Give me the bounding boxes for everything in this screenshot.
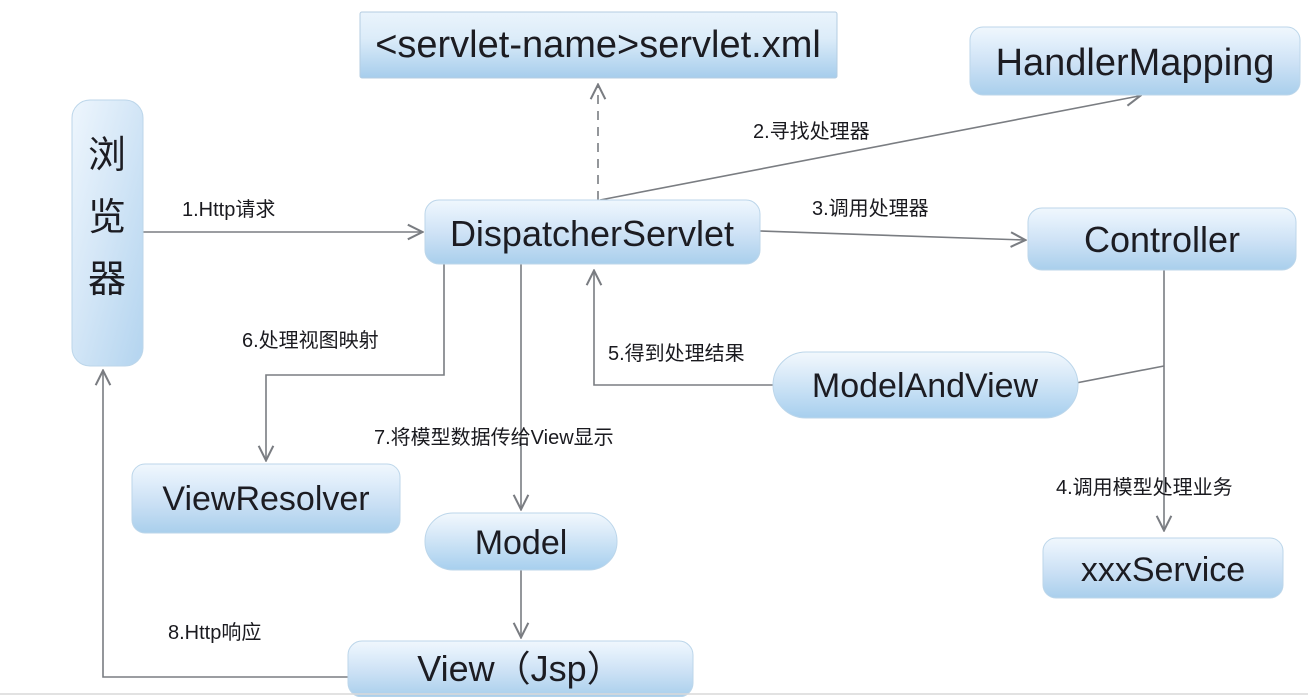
edge-label-step7: 7.将模型数据传给View显示	[374, 426, 614, 449]
edge-label-step2: 2.寻找处理器	[753, 120, 870, 143]
node-model[interactable]: Model	[424, 512, 618, 571]
node-view-resolver-label: ViewResolver	[162, 480, 369, 518]
edge-step2-line	[599, 96, 1139, 201]
node-browser-label: 浏	[88, 135, 126, 177]
edge-step8-line	[103, 372, 350, 678]
node-dispatcher-servlet-label: DispatcherServlet	[450, 213, 734, 254]
node-view-jsp[interactable]: View（Jsp）	[347, 640, 694, 697]
edge-label-step3: 3.调用处理器	[812, 197, 929, 220]
node-handler-mapping-label: HandlerMapping	[996, 42, 1275, 84]
node-dispatcher-servlet[interactable]: DispatcherServlet	[424, 199, 761, 265]
edge-label-step8: 8.Http响应	[168, 621, 261, 644]
node-xxx-service[interactable]: xxxService	[1042, 537, 1284, 599]
edge-step3-line	[759, 230, 1024, 240]
node-xxx-service-label: xxxService	[1081, 551, 1245, 589]
node-servlet-xml[interactable]: <servlet-name>servlet.xml	[359, 11, 838, 79]
edge-mav-controller-link-line	[1075, 365, 1165, 384]
node-model-label: Model	[475, 524, 568, 562]
node-controller-label: Controller	[1084, 219, 1240, 260]
edge-label-step5: 5.得到处理结果	[608, 342, 745, 365]
edge-label-step6: 6.处理视图映射	[242, 329, 379, 352]
edge-label-step1: 1.Http请求	[182, 198, 275, 221]
edge-step5-line	[594, 272, 775, 386]
edge-step6-line	[266, 264, 445, 459]
node-controller[interactable]: Controller	[1027, 207, 1297, 271]
node-model-and-view[interactable]: ModelAndView	[772, 351, 1079, 419]
node-servlet-xml-label: <servlet-name>servlet.xml	[375, 24, 821, 66]
node-view-jsp-label: View（Jsp）	[417, 648, 622, 689]
node-model-and-view-label: ModelAndView	[812, 367, 1039, 405]
node-browser[interactable]: 浏 览 器	[71, 99, 144, 367]
edge-label-step4: 4.调用模型处理业务	[1056, 476, 1233, 499]
node-view-resolver[interactable]: ViewResolver	[131, 463, 401, 534]
node-handler-mapping[interactable]: HandlerMapping	[969, 26, 1301, 96]
node-browser-label-3: 器	[88, 259, 126, 301]
node-browser-label-2: 览	[88, 197, 126, 239]
